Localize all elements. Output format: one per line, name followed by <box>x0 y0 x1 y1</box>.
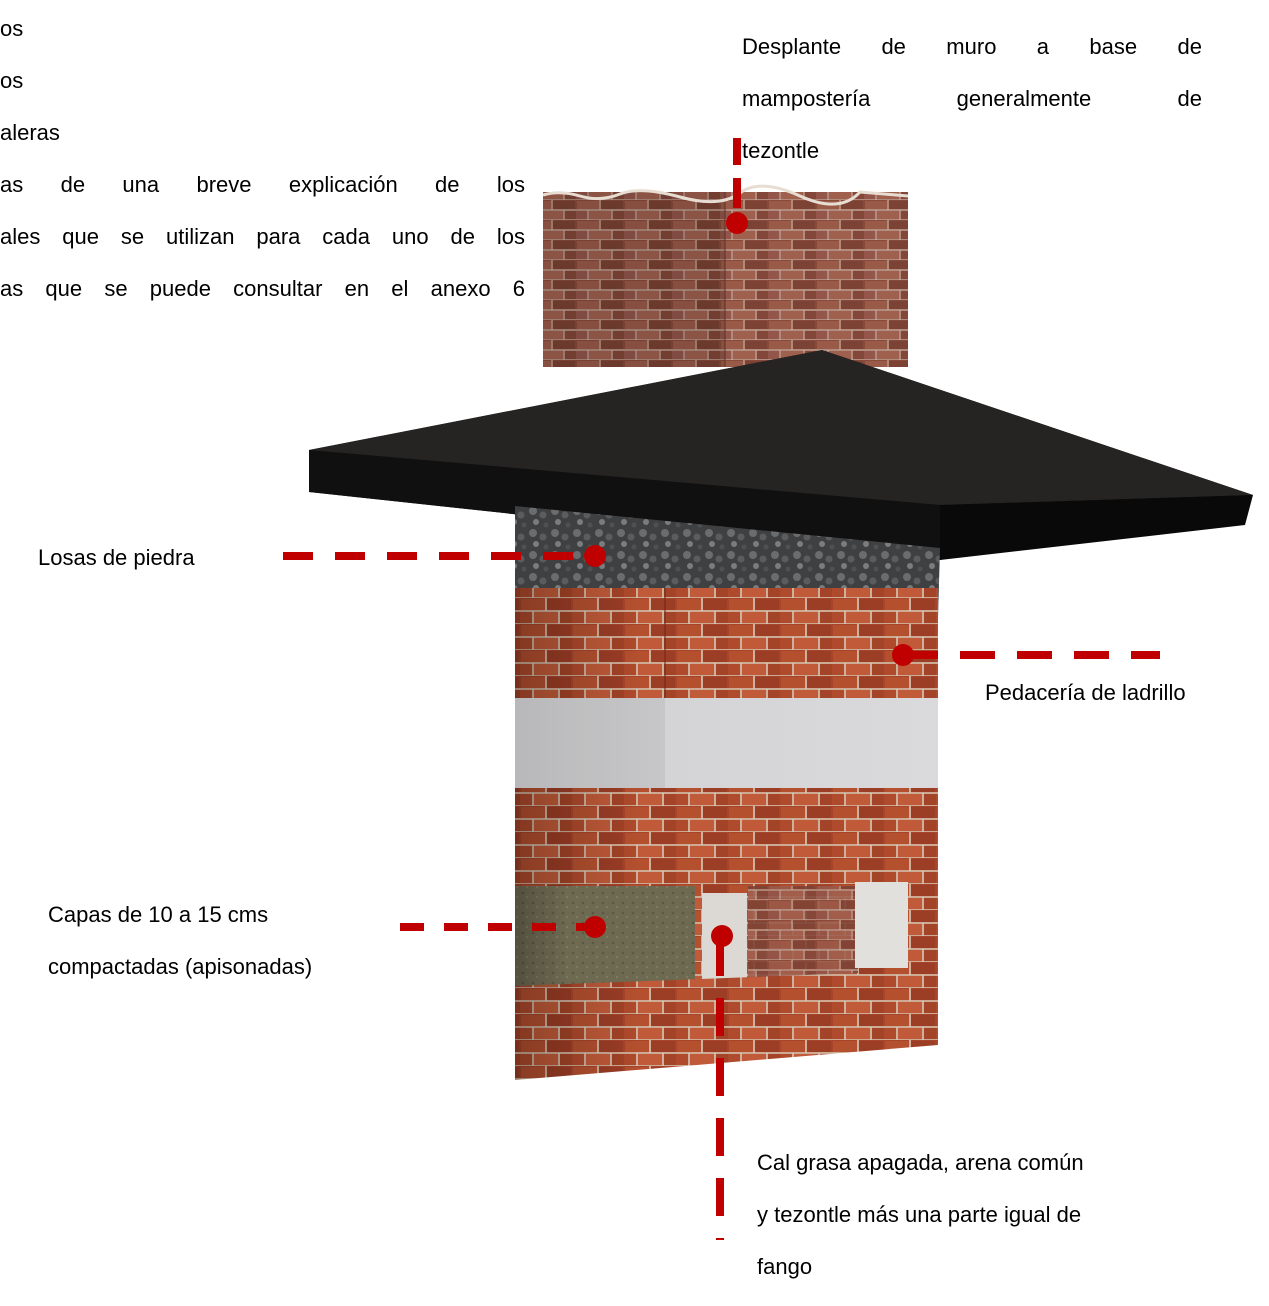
label-line: fango <box>757 1254 813 1279</box>
intro-line: ales que se utilizan para cada uno de lo… <box>0 224 525 249</box>
label-line: Capas de 10 a 15 cms <box>48 902 269 927</box>
dot-pedaceria <box>892 644 914 666</box>
label-desplante: Desplante de muro a base de mampostería … <box>742 8 1202 190</box>
intro-line: os <box>0 16 24 41</box>
lime-layer <box>515 698 938 788</box>
intro-line: aleras <box>0 120 60 145</box>
leader-lines <box>283 138 1160 1240</box>
label-pedaceria: Pedacería de ladrillo <box>985 680 1186 705</box>
dot-top <box>726 212 748 234</box>
label-losas: Losas de piedra <box>38 545 195 570</box>
label-line: Desplante de muro a base de <box>742 34 1202 59</box>
bottom-brick-layer <box>515 970 938 1080</box>
leader-dots <box>584 212 914 947</box>
foundation-diagram <box>283 138 1253 1240</box>
intro-line: os <box>0 68 24 93</box>
label-line: compactadas (apisonadas) <box>48 954 313 979</box>
broken-brick-layer <box>515 588 938 698</box>
compacted-layer <box>515 882 938 986</box>
label-line: y tezontle más una parte igual de <box>757 1202 1082 1227</box>
dot-losas <box>584 545 606 567</box>
masonry-wall <box>542 184 909 367</box>
intro-paragraph: os os aleras as de una breve explicación… <box>0 0 525 328</box>
label-line: tezontle <box>742 138 820 163</box>
brick-layer <box>515 788 938 886</box>
concrete-slab <box>309 350 1253 560</box>
label-capas: Capas de 10 a 15 cms compactadas (apison… <box>48 876 312 1006</box>
dot-cal <box>711 925 733 947</box>
label-line: Cal grasa apagada, arena común <box>757 1150 1084 1175</box>
intro-line: as de una breve explicación de los <box>0 172 525 197</box>
intro-line: as que se puede consultar en el anexo 6 <box>0 276 525 301</box>
label-line: mampostería generalmente de <box>742 86 1202 111</box>
label-cal: Cal grasa apagada, arena común y tezontl… <box>757 1124 1084 1306</box>
dot-capas <box>584 916 606 938</box>
